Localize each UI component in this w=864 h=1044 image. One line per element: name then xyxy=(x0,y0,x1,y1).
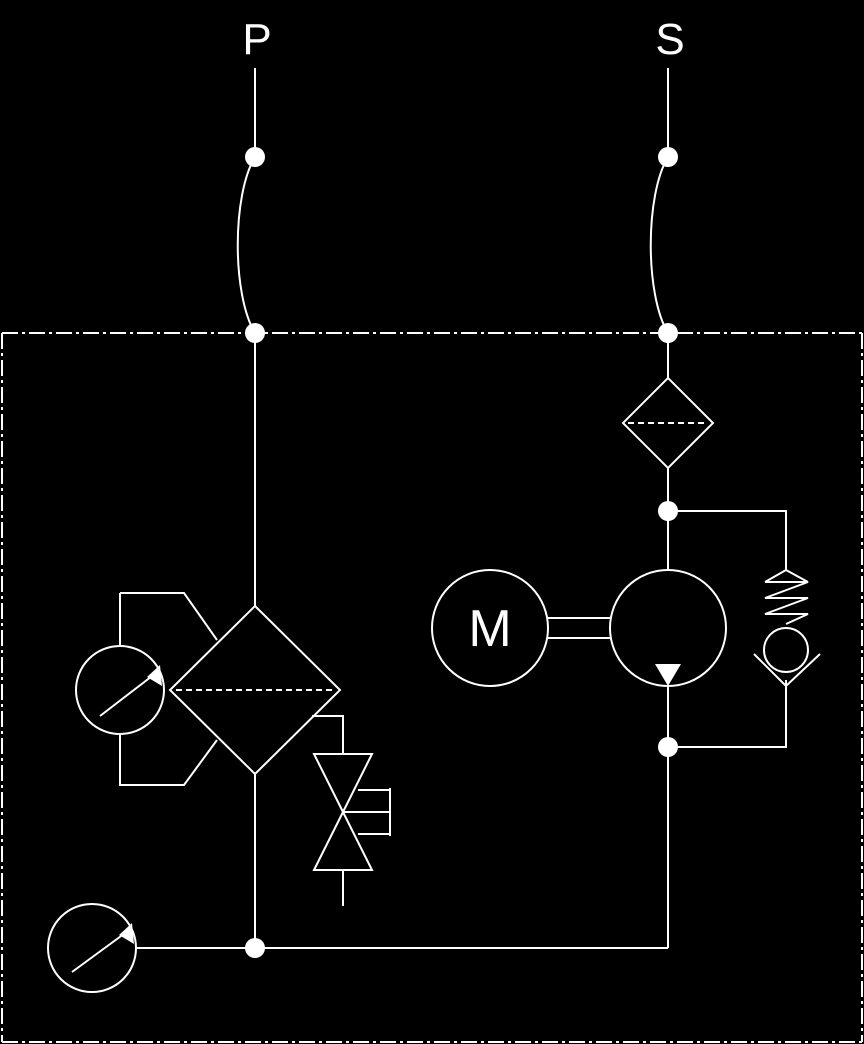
drain-valve-icon xyxy=(312,715,391,906)
junction-dot xyxy=(658,147,678,167)
bypass-line xyxy=(668,510,787,748)
motor-label: M xyxy=(468,600,511,658)
check-valve-icon xyxy=(753,627,821,688)
port-s-label: S xyxy=(655,15,684,64)
enclosure-boundary xyxy=(1,332,863,1043)
junction-dot xyxy=(658,501,678,521)
junction-dot xyxy=(245,147,265,167)
pressure-line xyxy=(236,68,256,948)
junction-dot xyxy=(658,737,678,757)
gauge-needle-tip-icon xyxy=(119,923,134,944)
suction-filter-icon xyxy=(621,376,715,470)
port-p-label: P xyxy=(242,15,271,64)
pump-flow-arrow-icon xyxy=(655,664,681,686)
junction-dot xyxy=(658,323,678,343)
pressure-filter-icon xyxy=(168,604,342,776)
coupling-shaft xyxy=(548,617,610,639)
suction-line xyxy=(255,68,669,949)
gauge-needle-tip-icon xyxy=(147,665,162,686)
motor-icon xyxy=(431,569,549,687)
junction-dot xyxy=(245,938,265,958)
check-valve-spring-icon xyxy=(764,568,809,625)
junction-dot xyxy=(245,323,265,343)
pressure-gauge-icon xyxy=(47,903,255,993)
differential-gauge-icon xyxy=(75,592,218,786)
